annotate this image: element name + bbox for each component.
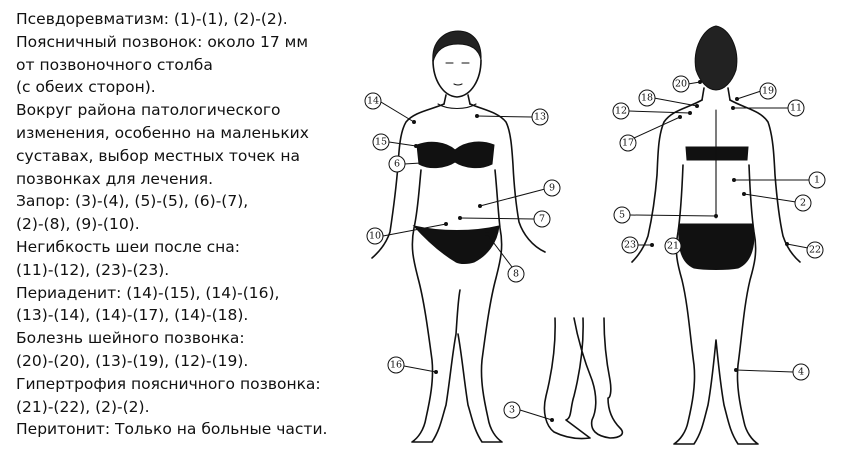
indications-text: Псевдоревматизм: (1)-(1), (2)-(2). Поясн… [16, 8, 356, 441]
front-mouth [453, 83, 463, 86]
svg-text:19: 19 [762, 86, 774, 97]
svg-text:20: 20 [675, 79, 687, 90]
text-line: позвонках для лечения. [16, 169, 214, 188]
svg-text:10: 10 [369, 231, 381, 242]
marker-9: 9 [478, 179, 561, 208]
marker-20: 20 [672, 75, 702, 93]
marker-16: 16 [387, 356, 438, 374]
front-face [432, 59, 482, 98]
svg-text:11: 11 [790, 103, 802, 114]
marker-18: 18 [638, 89, 699, 108]
svg-text:7: 7 [539, 214, 545, 225]
svg-text:17: 17 [622, 138, 634, 149]
svg-text:1: 1 [814, 175, 820, 186]
back-hair [694, 25, 738, 91]
marker-21: 21 [664, 237, 682, 255]
marker-14: 14 [364, 92, 416, 124]
svg-text:8: 8 [513, 269, 519, 280]
front-figure [371, 30, 546, 443]
markers: 14 13 15 6 9 7 [364, 75, 826, 422]
text-line: Негибкость шеи после сна: [16, 237, 241, 256]
svg-text:14: 14 [367, 96, 379, 107]
marker-3: 3 [503, 401, 554, 422]
text-line: Периаденит: (14)-(15), (14)-(16), [16, 283, 280, 302]
svg-text:6: 6 [394, 159, 400, 170]
marker-8: 8 [485, 232, 525, 283]
front-hair [432, 30, 482, 63]
svg-text:3: 3 [509, 405, 515, 416]
marker-22: 22 [785, 241, 824, 259]
svg-text:4: 4 [798, 367, 804, 378]
front-briefs [412, 225, 500, 264]
marker-12: 12 [612, 102, 692, 120]
marker-4: 4 [734, 363, 810, 381]
text-line: (21)-(22), (2)-(2). [16, 397, 150, 416]
text-line: Болезнь шейного позвонка: [16, 329, 245, 348]
marker-7: 7 [458, 210, 551, 228]
text-line: (с обеих сторон). [16, 78, 156, 97]
marker-17: 17 [619, 115, 682, 152]
text-line: (2)-(8), (9)-(10). [16, 215, 140, 234]
back-neck [701, 87, 731, 101]
marker-1: 1 [732, 171, 826, 189]
text-line: Гипертрофия поясничного позвонка: [16, 374, 321, 393]
text-line: Поясничный позвонок: около 17 мм [16, 32, 309, 51]
marker-5: 5 [613, 206, 718, 224]
svg-text:12: 12 [615, 106, 627, 117]
marker-11: 11 [731, 99, 805, 117]
text-line: от позвоночного столба [16, 55, 213, 74]
marker-23: 23 [621, 236, 654, 254]
back-bra-strap [685, 146, 749, 161]
text-line: (20)-(20), (13)-(19), (12)-(19). [16, 351, 249, 370]
svg-text:18: 18 [641, 93, 653, 104]
svg-text:5: 5 [619, 210, 625, 221]
text-line: Вокруг района патологического [16, 101, 281, 120]
front-bra [416, 141, 495, 169]
text-line: (13)-(14), (14)-(17), (14)-(18). [16, 306, 249, 325]
svg-text:9: 9 [549, 183, 555, 194]
front-collarbone [437, 103, 477, 110]
feet-figure [543, 317, 624, 440]
svg-text:2: 2 [800, 198, 806, 209]
text-line: суставах, выбор местных точек на [16, 146, 300, 165]
svg-text:22: 22 [809, 245, 821, 256]
marker-10: 10 [366, 222, 448, 245]
text-line: Перитонит: Только на больные части. [16, 420, 328, 439]
svg-text:13: 13 [534, 112, 546, 123]
front-neck [443, 94, 471, 105]
marker-2: 2 [742, 192, 812, 212]
svg-text:15: 15 [375, 137, 387, 148]
back-body-outline [631, 99, 801, 445]
text-line: (11)-(12), (23)-(23). [16, 260, 170, 279]
svg-text:23: 23 [624, 240, 636, 251]
marker-15: 15 [372, 133, 418, 151]
marker-6: 6 [388, 155, 423, 173]
svg-text:16: 16 [390, 360, 402, 371]
marker-19: 19 [735, 82, 777, 101]
svg-text:21: 21 [667, 241, 679, 252]
text-line: Псевдоревматизм: (1)-(1), (2)-(2). [16, 10, 288, 28]
feet-outline [543, 317, 624, 440]
back-briefs [678, 223, 755, 270]
text-line: Запор: (3)-(4), (5)-(5), (6)-(7), [16, 192, 249, 211]
text-line: изменения, особенно на маленьких [16, 123, 309, 142]
back-figure [631, 25, 801, 445]
marker-13: 13 [475, 108, 549, 126]
